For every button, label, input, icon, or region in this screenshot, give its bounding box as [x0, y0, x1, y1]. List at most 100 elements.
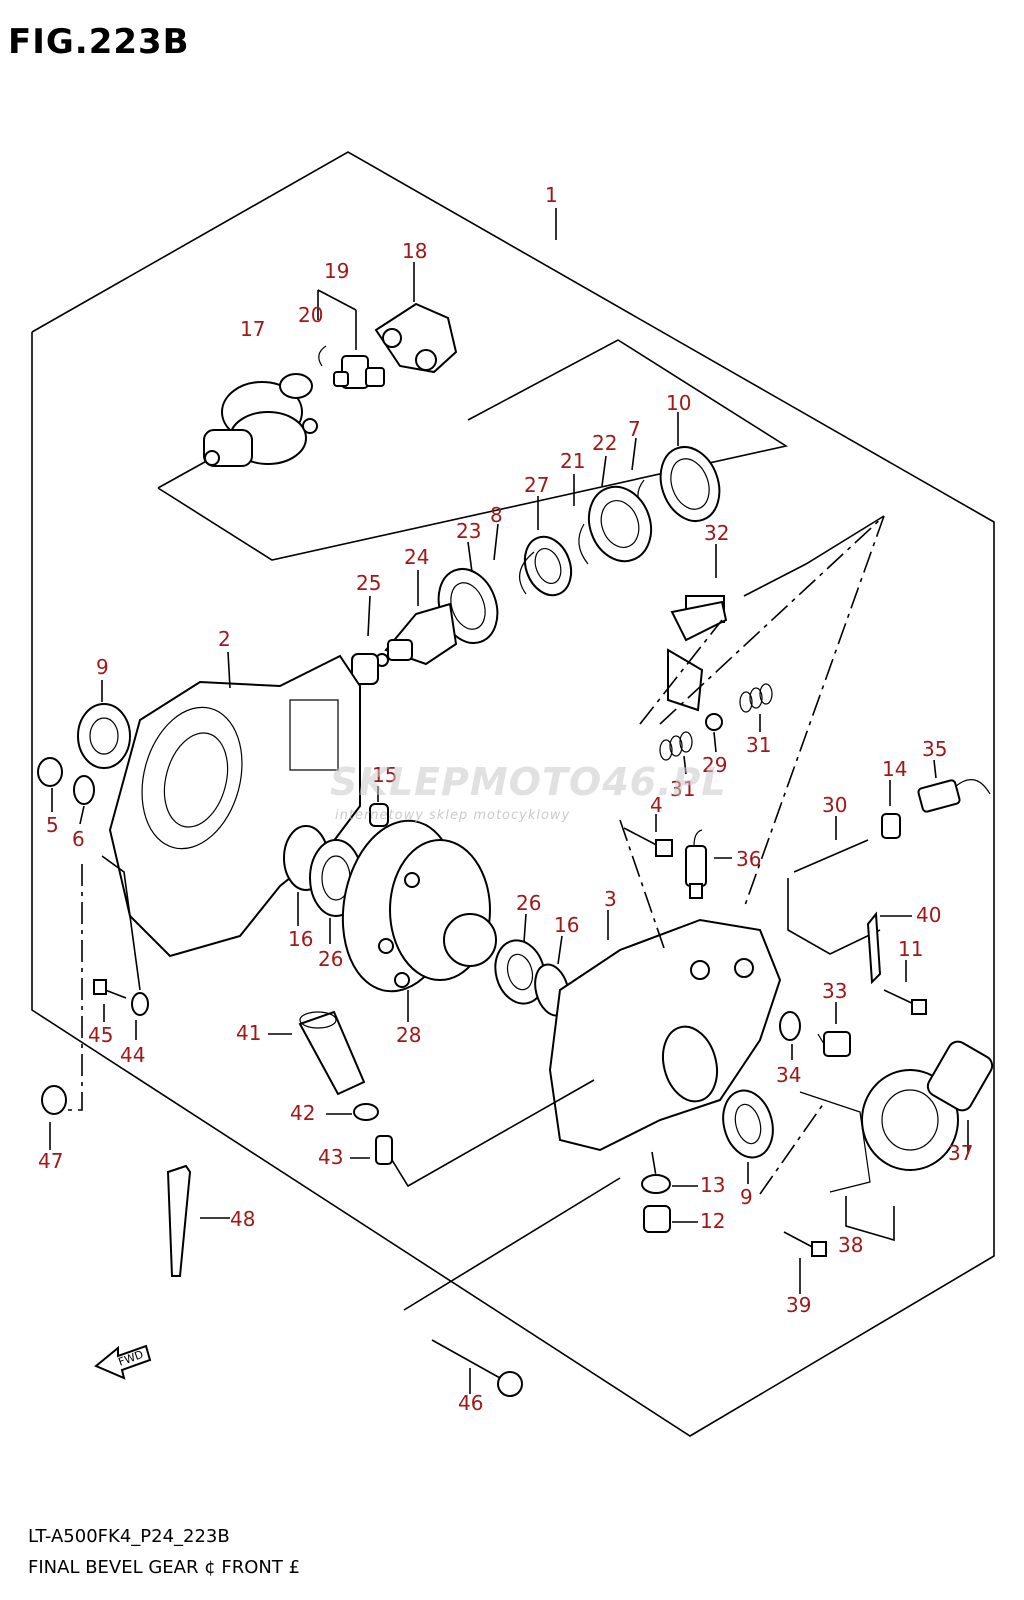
callout-23: 23	[456, 519, 481, 543]
callout-37: 37	[948, 1141, 973, 1165]
callout-3: 3	[604, 887, 617, 911]
oil-seal-part-9a	[77, 703, 131, 769]
clamp-part-42	[353, 1103, 379, 1121]
input-shaft-subframe	[157, 339, 789, 561]
callout-42: 42	[290, 1101, 315, 1125]
gasket-part-6	[73, 775, 95, 805]
actuator-motor-part-37	[799, 1040, 994, 1193]
bolt-part-11	[883, 989, 927, 1015]
callout-5: 5	[46, 813, 59, 837]
hex-wrench-part-48	[166, 1164, 192, 1277]
bolt-part-45	[93, 979, 127, 999]
callout-21: 21	[560, 449, 585, 473]
bolt-part-39	[783, 1231, 827, 1257]
needle-bearing-part-27	[523, 535, 573, 597]
callout-10: 10	[666, 391, 691, 415]
circlip-part-8	[519, 551, 535, 595]
callout-14: 14	[882, 757, 907, 781]
yoke-part-18	[374, 302, 458, 374]
callout-6: 6	[72, 827, 85, 851]
callout-17: 17	[240, 317, 265, 341]
bolt-set-part-38	[845, 1196, 895, 1242]
callout-29: 29	[702, 753, 727, 777]
callout-9a: 9	[96, 655, 109, 679]
callout-26a: 26	[318, 947, 343, 971]
bracket-part-40	[866, 911, 882, 985]
callout-38: 38	[838, 1233, 863, 1257]
circlip-part-20	[318, 345, 327, 367]
gasket-part-13	[641, 1174, 671, 1194]
figure-title: FIG.223B	[8, 22, 190, 62]
washer-part-21	[578, 523, 589, 565]
callout-12: 12	[700, 1209, 725, 1233]
callout-35: 35	[922, 737, 947, 761]
input-housing-part	[203, 373, 318, 467]
callout-16b: 16	[554, 913, 579, 937]
bushing-part-43	[375, 1135, 393, 1165]
callout-36: 36	[736, 847, 761, 871]
callout-44: 44	[120, 1043, 145, 1067]
callout-47: 47	[38, 1149, 63, 1173]
sensor-part-36	[685, 829, 707, 899]
callout-4: 4	[650, 793, 663, 817]
callout-20: 20	[298, 303, 323, 327]
shift-fork-part-32	[667, 595, 728, 712]
sensor-part-35	[917, 779, 991, 813]
bolt-part-46	[431, 1339, 523, 1397]
pin-part-15	[369, 803, 389, 827]
callout-18: 18	[402, 239, 427, 263]
callout-41: 41	[236, 1021, 261, 1045]
callout-1: 1	[545, 183, 558, 207]
callout-40: 40	[916, 903, 941, 927]
pin-part-29	[705, 713, 723, 731]
callout-13: 13	[700, 1173, 725, 1197]
callout-32: 32	[704, 521, 729, 545]
callout-46: 46	[458, 1391, 483, 1415]
plug-part-5	[37, 757, 63, 787]
callout-34: 34	[776, 1063, 801, 1087]
figure-caption: FINAL BEVEL GEAR ¢ FRONT £	[28, 1557, 301, 1578]
washer-part-44	[131, 992, 149, 1016]
o-ring-part-34	[779, 1011, 801, 1041]
watermark-brand-b: 46	[602, 760, 658, 804]
drive-pinion-part-24	[375, 602, 458, 667]
universal-joint-spider	[333, 355, 385, 389]
bolt-part-4	[623, 827, 673, 857]
callout-9b: 9	[740, 1185, 753, 1209]
figure-reference-code: LT-A500FK4_P24_223B	[28, 1526, 230, 1547]
bearing-part-22	[587, 485, 653, 563]
nut-part-47	[41, 1085, 67, 1115]
spring-part-31b	[659, 731, 693, 761]
seal-part-14	[881, 813, 901, 839]
callout-28: 28	[396, 1023, 421, 1047]
callout-8: 8	[490, 503, 503, 527]
callout-45: 45	[88, 1023, 113, 1047]
callout-11: 11	[898, 937, 923, 961]
watermark-brand: SKLEPMOTO46.PL	[330, 760, 727, 804]
forward-arrow-icon: FWD	[94, 1344, 152, 1380]
callout-25: 25	[356, 571, 381, 595]
callout-16a: 16	[288, 927, 313, 951]
callout-19: 19	[324, 259, 349, 283]
watermark-tld: .PL	[657, 760, 727, 804]
callout-22: 22	[592, 431, 617, 455]
callout-7: 7	[628, 417, 641, 441]
callout-27: 27	[524, 473, 549, 497]
oil-seal-part-10	[659, 446, 721, 522]
rubber-boot-part-41	[298, 1010, 366, 1096]
housing-cover-part-2	[108, 654, 361, 958]
callout-43: 43	[318, 1145, 343, 1169]
gear-case-part-3	[548, 918, 782, 1152]
plug-part-33	[817, 1031, 851, 1057]
spring-part-31a	[739, 683, 773, 713]
oil-seal-part-9b	[722, 1089, 774, 1159]
differential-ring-gear-part-28	[341, 819, 497, 993]
callout-31a: 31	[746, 733, 771, 757]
assembly-frame-outline	[31, 151, 995, 1437]
callout-31b: 31	[670, 777, 695, 801]
callout-15: 15	[372, 763, 397, 787]
watermark-tagline: internetowy sklep motocyklowy	[335, 808, 571, 823]
callout-26b: 26	[516, 891, 541, 915]
callout-48: 48	[230, 1207, 255, 1231]
